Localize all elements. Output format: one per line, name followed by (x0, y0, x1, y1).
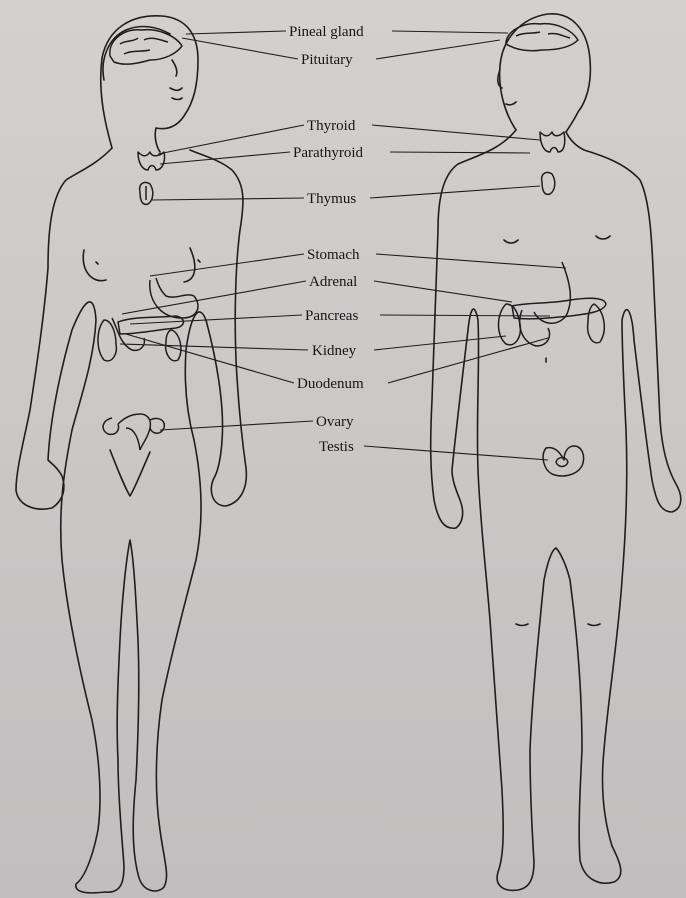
female-brain (110, 30, 182, 64)
label-parathyroid: Parathyroid (293, 145, 363, 161)
label-kidney: Kidney (312, 343, 357, 359)
male-testis (543, 446, 583, 476)
label-duodenum: Duodenum (297, 376, 364, 392)
male-thymus (542, 172, 555, 194)
male-brain (506, 24, 578, 51)
label-thyroid: Thyroid (307, 118, 356, 134)
female-pelvis-line (110, 450, 150, 496)
label-pancreas: Pancreas (305, 308, 358, 324)
male-thyroid (540, 132, 565, 152)
male-figure (431, 14, 681, 891)
male-face (498, 70, 516, 105)
label-pituitary: Pituitary (301, 52, 353, 68)
label-thymus: Thymus (307, 191, 356, 207)
female-thyroid (138, 152, 165, 170)
labels: Pineal gland Pituitary Thyroid Parathyro… (289, 24, 364, 455)
female-thymus (140, 182, 153, 204)
leader-testis (364, 446, 548, 460)
label-testis: Testis (319, 439, 354, 455)
label-adrenal: Adrenal (309, 274, 357, 290)
male-kidney-left (499, 304, 521, 345)
female-breasts (83, 248, 200, 282)
female-figure (16, 16, 246, 893)
label-pineal-gland: Pineal gland (289, 24, 364, 40)
female-stomach (150, 278, 198, 318)
female-organs (98, 152, 198, 450)
male-stomach (534, 262, 570, 323)
male-organs (499, 132, 607, 476)
label-stomach: Stomach (307, 247, 360, 263)
female-kidney-left (98, 320, 116, 361)
female-body-outline (16, 148, 246, 893)
male-body-outline (431, 130, 681, 890)
male-head-outline (500, 14, 591, 132)
label-ovary: Ovary (316, 414, 354, 430)
female-uterus-ovaries (103, 414, 164, 450)
male-chest-marks (504, 236, 610, 626)
leader-ovary (160, 421, 313, 430)
female-face (170, 60, 182, 100)
